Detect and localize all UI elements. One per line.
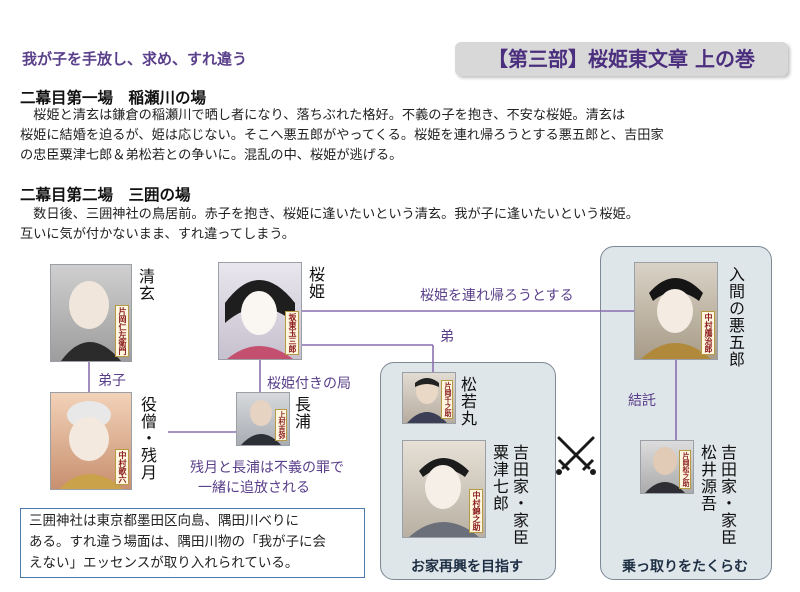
portrait-icon: [641, 278, 711, 359]
portrait-icon: [61, 281, 121, 361]
tagline: 我が子を手放し、求め、すれ違う: [22, 50, 248, 68]
note-line: ある。すれ違う場面は、隅田川物の「我が子に会: [29, 534, 326, 550]
sakurahime-name: 桜姫: [306, 266, 325, 300]
matsui-name: 松井源吾: [698, 444, 717, 512]
actor-label: 中村歌六: [115, 449, 129, 485]
zangetsu-name: 役僧・残月: [138, 396, 157, 481]
relation-sakura-tsuki: 桜姫付きの局: [267, 376, 351, 392]
actor-label: 中村錦之助: [469, 489, 483, 533]
note-line: えない」エッセンスが取り入れられている。: [29, 555, 299, 571]
crossed-swords-icon: [556, 436, 596, 475]
exile-line: 一緒に追放される: [198, 480, 310, 496]
scene-1-line: 桜姫と清玄は鎌倉の稲瀬川で晒し者になり、落ちぶれた格好。不義の子を抱き、不安な桜…: [20, 108, 626, 123]
exile-line: 残月と長浦は不義の罪で: [190, 460, 344, 476]
seigen-name: 清玄: [136, 268, 155, 302]
scene-1-title: 二幕目第一場 稲瀬川の場: [20, 89, 207, 107]
actor-label: 中村鴈治郎: [701, 311, 715, 355]
matsuwaka-name: 松若丸: [458, 376, 477, 427]
nagaura-photo: 上村吉弥: [236, 392, 290, 446]
actor-label: 片岡松之助: [679, 450, 691, 489]
sakurahime-photo: 坂東玉三郎: [218, 262, 302, 360]
nagaura-name: 長浦: [292, 396, 311, 430]
zangetsu-photo: 中村歌六: [50, 392, 132, 490]
relation-otouto: 弟: [440, 329, 454, 345]
scene-2-text: 数日後、三囲神社の鳥居前。赤子を抱き、桜姫に逢いたいという清玄。我が子に逢いたい…: [20, 205, 790, 245]
akugoro-name: 入間の悪五郎: [726, 266, 745, 368]
scene-2-title: 二幕目第二場 三囲の場: [20, 186, 191, 204]
portrait-icon: [241, 400, 281, 445]
portrait-icon: [409, 458, 479, 537]
portrait-icon: [225, 280, 295, 359]
portrait-icon: [645, 447, 685, 493]
note-box: 三囲神社は東京都墨田区向島、隅田川べりに ある。すれ違う場面は、隅田川物の「我が…: [20, 508, 365, 578]
scene-1-text: 桜姫と清玄は鎌倉の稲瀬川で晒し者になり、落ちぶれた格好。不義の子を抱き、不安な桜…: [20, 106, 790, 166]
actor-label: 上村吉弥: [275, 409, 287, 441]
relation-shokutaku: 結託: [628, 393, 656, 409]
matsuwaka-photo: 片岡千之助: [402, 372, 456, 424]
actor-label: 片岡仁左衛門: [115, 305, 129, 357]
awazu-photo: 中村錦之助: [402, 440, 486, 538]
relation-deshi: 弟子: [98, 373, 126, 389]
akugoro-photo: 中村鴈治郎: [634, 262, 718, 360]
scene-2-line: 互いに気が付かないまま、すれ違ってしまう。: [20, 227, 295, 242]
matsui-name-title: 吉田家・家臣: [718, 444, 737, 546]
note-line: 三囲神社は東京都墨田区向島、隅田川べりに: [29, 513, 299, 529]
portrait-icon: [59, 401, 123, 489]
matsui-photo: 片岡松之助: [640, 440, 694, 494]
relation-exile: 残月と長浦は不義の罪で 一緒に追放される: [190, 458, 344, 498]
awazu-name-title: 吉田家・家臣: [510, 444, 529, 546]
actor-label: 片岡千之助: [441, 380, 453, 419]
awazu-name: 粟津七郎: [490, 444, 509, 512]
group-restoration-label: お家再興を目指す: [411, 559, 523, 575]
actor-label: 坂東玉三郎: [285, 311, 299, 355]
scene-1-line: の忠臣粟津七郎＆弟松若との争いに。混乱の中、桜姫が逃げる。: [20, 148, 403, 163]
seigen-photo: 片岡仁左衛門: [50, 264, 132, 362]
part-title: 【第三部】桜姫東文章 上の巻: [455, 42, 788, 76]
relation-tsure-kaero: 桜姫を連れ帰ろうとする: [420, 288, 574, 304]
portrait-icon: [407, 378, 447, 423]
scene-2-line: 数日後、三囲神社の鳥居前。赤子を抱き、桜姫に逢いたいという清玄。我が子に逢いたい…: [20, 207, 639, 222]
group-takeover-label: 乗っ取りをたくらむ: [622, 559, 748, 575]
scene-1-line: 桜姫に結婚を迫るが、姫は応じない。そこへ悪五郎がやってくる。桜姫を連れ帰ろうとす…: [20, 128, 664, 143]
